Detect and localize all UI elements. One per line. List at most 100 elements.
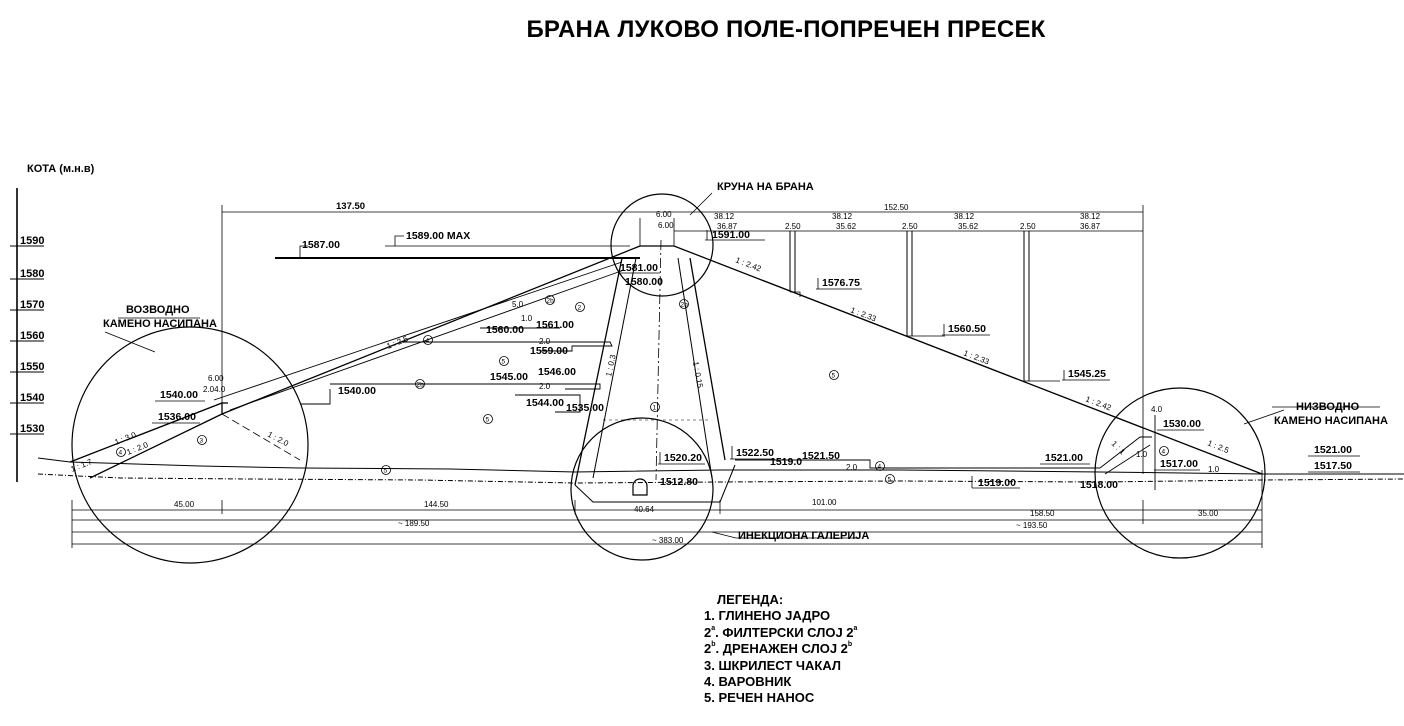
label-gallery: ИНЕКЦИОНА ГАЛЕРИЈА [738, 530, 869, 542]
zone-markers: 3 4 4 5 5 5 5 2b 2b 2b 1 2 4 5 4 [116, 295, 1169, 484]
dim-189: ~ 189.50 [398, 519, 430, 528]
elev-1535: 1535.00 [566, 402, 604, 414]
slope-233a: 1 : 2.33 [849, 305, 878, 323]
elev-1536: 1536.00 [158, 411, 196, 423]
dim-1d: 1.0 [1208, 465, 1220, 474]
elev-1517b: 1517.50 [1314, 460, 1352, 472]
dim-45: 45.00 [174, 500, 195, 509]
dim-36a: 36.87 [717, 222, 738, 231]
label-upstream-2: КАМЕНО НАСИПАНА [103, 318, 217, 330]
zone-5e: 5 [888, 477, 892, 484]
dim-144: 144.50 [424, 500, 449, 509]
detail-circle-crest [610, 193, 714, 297]
label-leaders [104, 192, 1380, 539]
dim-35: 35.00 [1198, 509, 1219, 518]
elev-1540a: 1540.00 [338, 385, 376, 397]
elev-1545d: 1545.25 [1068, 368, 1106, 380]
detail-circle-downstream [1094, 387, 1266, 559]
dim-38c: 38.12 [954, 212, 975, 221]
elev-1576: 1576.75 [822, 277, 860, 289]
elev-1518: 1518.00 [1080, 479, 1118, 491]
slope-20b: 1 : 2.0 [266, 430, 290, 449]
dim-20c: 2.0 [846, 463, 858, 472]
axis-tick-1540: 1540 [20, 392, 44, 404]
dim-25a: 2.50 [785, 222, 801, 231]
zone-2b-a: 2b [547, 298, 555, 305]
legend-title: ЛЕГЕНДА: [717, 592, 784, 607]
elevation-labels: 1587.00 1589.00 MAX 1591.00 1581.00 1580… [158, 229, 1352, 491]
elevation-axis: КОТА (м.н.в) 1590 1580 1570 1560 1550 15… [10, 163, 95, 482]
dim-600b: 6.00 [658, 221, 674, 230]
label-crest: КРУНА НА БРАНА [717, 181, 814, 193]
slope-242b: 1 : 2.42 [1084, 394, 1113, 412]
elev-1521a: 1521.50 [802, 450, 840, 462]
elev-1512: 1512.80 [660, 476, 698, 488]
slope-11: 1 : 1 [1110, 439, 1128, 457]
legend-item-1: 1. ГЛИНЕНО ЈАДРО [704, 608, 831, 624]
dim-158: 158.50 [1030, 509, 1055, 518]
elevation-markers [152, 230, 1360, 489]
elev-1560: 1560.00 [486, 324, 524, 336]
elev-1521b: 1521.00 [1045, 452, 1083, 464]
legend: ЛЕГЕНДА: 1. ГЛИНЕНО ЈАДРО 2a. ФИЛТЕРСКИ … [704, 592, 857, 707]
detail-circle-upstream [71, 326, 309, 564]
slope-25u: 1 : 2.5 [385, 334, 410, 351]
dim-20b: 2.0 [539, 382, 551, 391]
axis-tick-1570: 1570 [20, 299, 44, 311]
elev-1587: 1587.00 [302, 239, 340, 251]
slope-labels: 1 : 2.5 1 : 3.0 1 : 2.0 1 : 2.0 1 : 1.7 … [69, 255, 1230, 473]
diagram-title: БРАНА ЛУКОВО ПОЛЕ-ПОПРЕЧЕН ПРЕСЕК [0, 16, 1404, 44]
zone-5c: 5 [832, 373, 836, 380]
slope-015: 1 : 0.15 [691, 361, 705, 389]
zone-4a: 4 [426, 338, 430, 345]
dim-20a: 2.0 [539, 337, 551, 346]
dam-outline [69, 231, 1263, 503]
axis-tick-1530: 1530 [20, 423, 44, 435]
elev-1581: 1581.00 [620, 262, 658, 274]
axis-tick-1560: 1560 [20, 330, 44, 342]
elev-1589: 1589.00 MAX [406, 230, 470, 242]
zone-2: 2 [578, 305, 582, 312]
detail-circle-gallery [570, 417, 714, 561]
zone-4b: 4 [1162, 449, 1166, 456]
dim-36b: 36.87 [1080, 222, 1101, 231]
elev-1520: 1520.20 [664, 452, 702, 464]
diagram-title-text: БРАНА ЛУКОВО ПОЛЕ-ПОПРЕЧЕН ПРЕСЕК [526, 16, 1046, 43]
zone-2b-c: 2b [417, 382, 425, 389]
label-downstream-2: КАМЕНО НАСИПАНА [1274, 415, 1388, 427]
zone-3: 3 [200, 438, 204, 445]
elev-1530: 1530.00 [1163, 418, 1201, 430]
dim-35a: 35.62 [836, 222, 857, 231]
dim-2040: 2.04.0 [203, 385, 226, 394]
legend-item-6: 5. РЕЧЕН НАНОС [704, 690, 815, 706]
axis-tick-1590: 1590 [20, 235, 44, 247]
dim-152: 152.50 [884, 203, 909, 212]
dim-4064: 40.64 [634, 505, 655, 514]
dim-101: 101.00 [812, 498, 837, 507]
elev-1519b: 1519.00 [978, 477, 1016, 489]
legend-item-4: 3. ШКРИЛЕСТ ЧАКАЛ [704, 657, 842, 673]
elev-1544: 1544.00 [526, 397, 564, 409]
elev-1519a: 1519.0 [770, 456, 802, 468]
ground-line [37, 457, 1404, 484]
zone-5a: 5 [502, 359, 506, 366]
dim-137: 137.50 [336, 201, 365, 212]
label-downstream-1: НИЗВОДНО [1296, 401, 1360, 413]
dim-383: ~ 383.00 [652, 536, 684, 545]
elev-1545: 1545.00 [490, 371, 528, 383]
axis-tick-1550: 1550 [20, 361, 44, 373]
dim-35b: 35.62 [958, 222, 979, 231]
zone-1: 1 [653, 405, 657, 412]
elev-1561: 1561.00 [536, 319, 574, 331]
dim-600a: 6.00 [656, 210, 672, 219]
detail-circles [71, 193, 1266, 564]
dim-193: ~ 193.50 [1016, 521, 1048, 530]
elev-1560d: 1560.50 [948, 323, 986, 335]
elev-1559: 1559.00 [530, 345, 568, 357]
legend-item-5: 4. ВАРОВНИК [704, 674, 792, 690]
legend-item-2: 2a. ФИЛТЕРСКИ СЛОЈ 2a [704, 624, 858, 640]
elev-1517a: 1517.00 [1160, 458, 1198, 470]
dim-25c: 2.50 [1020, 222, 1036, 231]
dim-50: 5.0 [512, 300, 524, 309]
